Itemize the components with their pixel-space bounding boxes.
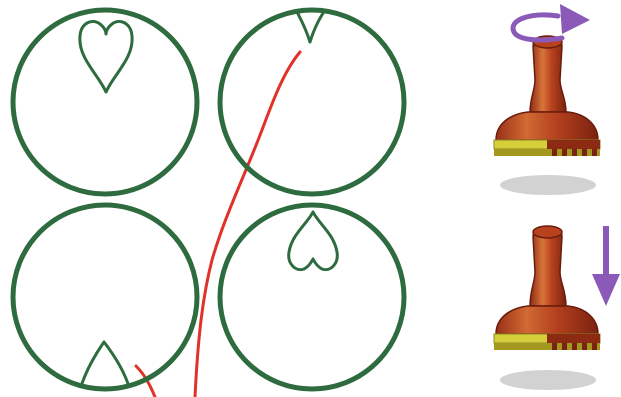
heart-tip-icon — [296, 10, 325, 42]
red-curve-long — [195, 52, 300, 397]
panel-bottom-left — [13, 205, 197, 390]
stamp-icon — [494, 226, 600, 350]
panel-top-left — [13, 10, 197, 194]
stamp-shadow — [500, 175, 596, 195]
stamp-shadow — [500, 370, 596, 390]
stamp-icon — [494, 36, 600, 156]
stamp-rotate — [494, 4, 600, 195]
heart-icon — [289, 212, 338, 270]
rotate-icon — [513, 4, 590, 40]
heart-icon — [80, 21, 132, 92]
heart-tip-icon — [80, 342, 130, 390]
arrow-down-icon — [592, 226, 620, 306]
panel-bottom-right — [220, 205, 404, 389]
panel-top-right — [220, 10, 404, 194]
stamp-press — [494, 226, 620, 390]
